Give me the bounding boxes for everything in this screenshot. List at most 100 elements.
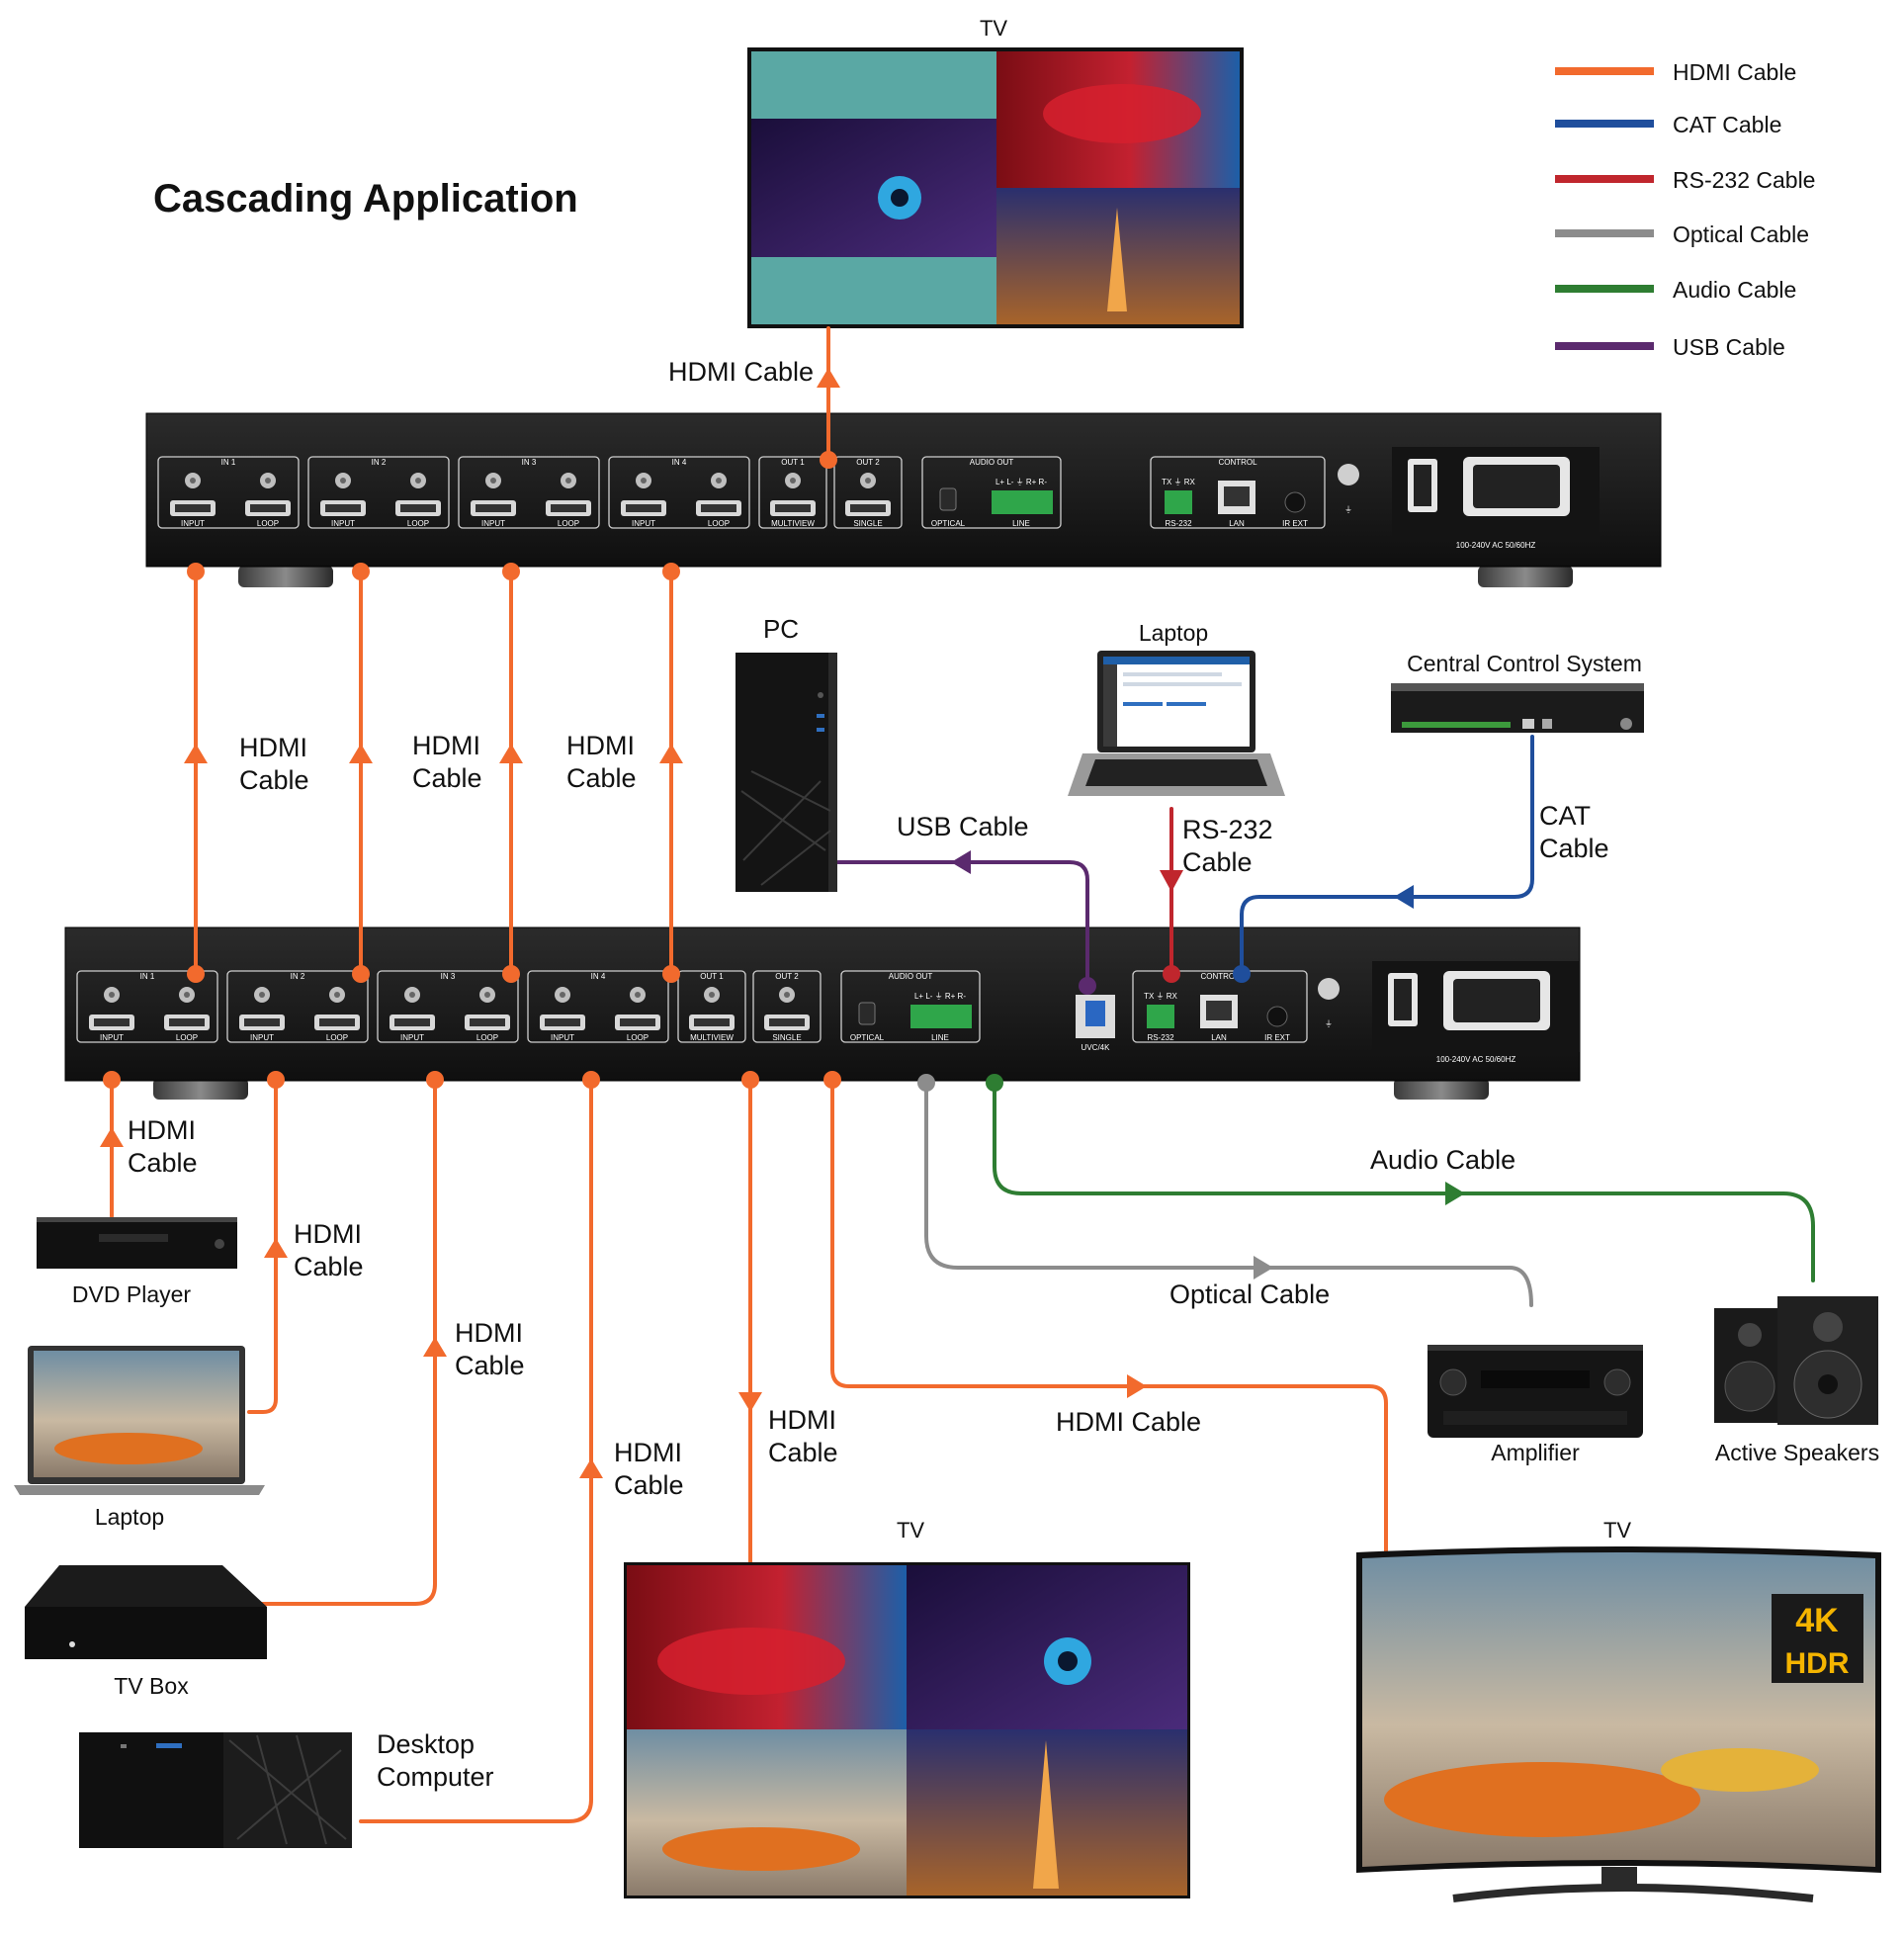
- output-port-group: [758, 456, 827, 529]
- tv-bottom-right-label: TV: [1603, 1518, 1631, 1543]
- legend-label-optical: Optical Cable: [1673, 221, 1809, 247]
- panel-port-label: LOOP: [627, 1033, 649, 1042]
- panel-port-label: IN 4: [672, 458, 687, 467]
- legend-swatch-rs232: [1555, 175, 1654, 183]
- legend-swatch-audio: [1555, 285, 1654, 293]
- panel-port-label: L+ L- ⏚ R+ R-: [995, 478, 1047, 486]
- panel-port-label: IN 3: [441, 972, 456, 981]
- pc-label: PC: [763, 614, 799, 644]
- laptop-control-label: Laptop: [1139, 620, 1208, 646]
- hdmi-line-desktop: [359, 1078, 593, 1823]
- panel-port-label: INPUT: [632, 519, 655, 528]
- line-terminal-block-icon: [910, 1005, 972, 1028]
- panel-port-label: LAN: [1211, 1033, 1227, 1042]
- panel-port-label: 100-240V AC 50/60HZ: [1436, 1055, 1516, 1064]
- label-audio: Audio Cable: [1370, 1145, 1515, 1175]
- panel-port-label: TX ⏚ RX: [1162, 478, 1195, 486]
- label-hdmi-tvbox-a: HDMI: [455, 1318, 523, 1348]
- label-hdmi-cascade-1b: Cable: [239, 765, 309, 795]
- panel-port-label: LOOP: [407, 519, 429, 528]
- optical-port-icon: [858, 1002, 876, 1025]
- central-control-system: [1391, 683, 1644, 733]
- panel-port-label: OUT 1: [700, 972, 724, 981]
- panel-port-label: IN 2: [372, 458, 387, 467]
- label-usb: USB Cable: [897, 812, 1029, 841]
- ir-ext-jack-icon: [1266, 1006, 1288, 1027]
- central-control-label: Central Control System: [1407, 651, 1642, 676]
- legend-swatch-hdmi: [1555, 67, 1654, 75]
- cables: [110, 326, 1815, 1823]
- panel-port-label: LAN: [1229, 519, 1245, 528]
- usb-line: [836, 860, 1089, 988]
- input-port-group: [458, 456, 600, 529]
- panel-port-label: UVC/4K: [1082, 1043, 1111, 1052]
- optical-line: [924, 1081, 1533, 1307]
- input-port-group: [608, 456, 750, 529]
- optical-port-icon: [939, 487, 957, 511]
- panel-port-label: INPUT: [181, 519, 205, 528]
- panel-port-label: OPTICAL: [931, 519, 966, 528]
- dvd-player-label: DVD Player: [72, 1281, 191, 1307]
- ir-ext-jack-icon: [1284, 491, 1306, 513]
- tv-bottom-mid: [624, 1562, 1190, 1898]
- rs232-terminal-icon: [1147, 1005, 1174, 1028]
- panel-port-label: IN 1: [140, 972, 155, 981]
- panel-port-label: RS-232: [1165, 519, 1192, 528]
- arrow-hdmi-top-tv: [817, 368, 840, 388]
- legend-swatch-usb: [1555, 342, 1654, 350]
- input-port-group: [527, 970, 669, 1043]
- dvd-player: [37, 1217, 237, 1269]
- control-group: [1132, 970, 1308, 1043]
- hdmi-line-single-out: [830, 1078, 1388, 1556]
- panel-port-label: IN 4: [591, 972, 606, 981]
- ground-screw-icon: [1338, 464, 1359, 485]
- pc-tower: [736, 653, 837, 892]
- desktop-computer: [79, 1732, 352, 1848]
- panel-port-label: LOOP: [257, 519, 279, 528]
- legend: HDMI Cable CAT Cable RS-232 Cable Optica…: [1555, 59, 1815, 360]
- label-hdmi-tvbox-b: Cable: [455, 1351, 525, 1380]
- ground-symbol-icon: ⏚: [1325, 1019, 1333, 1028]
- rs232-terminal-icon: [1165, 490, 1192, 514]
- ground-screw-icon: [1318, 978, 1340, 1000]
- tv-bottom-right: 4K HDR: [1356, 1546, 1881, 1902]
- speakers-label: Active Speakers: [1715, 1440, 1879, 1465]
- panel-port-label: CONTROL: [1218, 458, 1257, 467]
- arrow-optical: [1254, 1256, 1273, 1279]
- panel-port-label: IN 1: [221, 458, 236, 467]
- arrow-cascade-2: [349, 744, 373, 763]
- arrow-cascade-3: [499, 744, 523, 763]
- label-hdmi-cascade-2a: HDMI: [412, 731, 480, 760]
- label-hdmi-cascade-3b: Cable: [566, 763, 637, 793]
- panel-port-label: LINE: [931, 1033, 949, 1042]
- label-rs232-a: RS-232: [1182, 815, 1273, 844]
- audio-out-group: [840, 970, 981, 1043]
- arrow-cascade-1: [184, 744, 208, 763]
- panel-port-label: INPUT: [551, 1033, 574, 1042]
- panel-port-label: TX ⏚ RX: [1144, 992, 1177, 1001]
- label-rs232-b: Cable: [1182, 847, 1253, 877]
- active-speakers: [1714, 1296, 1878, 1425]
- tv-top-label: TV: [980, 16, 1007, 41]
- label-hdmi-multiview-a: HDMI: [768, 1405, 836, 1435]
- panel-port-label: LOOP: [476, 1033, 498, 1042]
- panel-port-label: RS-232: [1147, 1033, 1174, 1042]
- input-port-group: [76, 970, 218, 1043]
- tv-bottom-mid-label: TV: [897, 1518, 924, 1543]
- panel-port-label: L+ L- ⏚ R+ R-: [914, 992, 966, 1001]
- panel-port-label: OUT 1: [781, 458, 805, 467]
- tv-top: [747, 47, 1244, 328]
- input-port-group: [226, 970, 369, 1043]
- panel-port-label: INPUT: [481, 519, 505, 528]
- panel-port-label: LOOP: [558, 519, 579, 528]
- arrow-audio: [1445, 1182, 1465, 1205]
- tv-box: [25, 1565, 267, 1659]
- desktop-label-a: Desktop: [377, 1729, 475, 1759]
- output-port-group: [833, 456, 903, 529]
- tv-box-label: TV Box: [114, 1673, 189, 1699]
- panel-port-label: SINGLE: [772, 1033, 801, 1042]
- arrow-dvd: [100, 1127, 124, 1147]
- audio-out-group: [921, 456, 1062, 529]
